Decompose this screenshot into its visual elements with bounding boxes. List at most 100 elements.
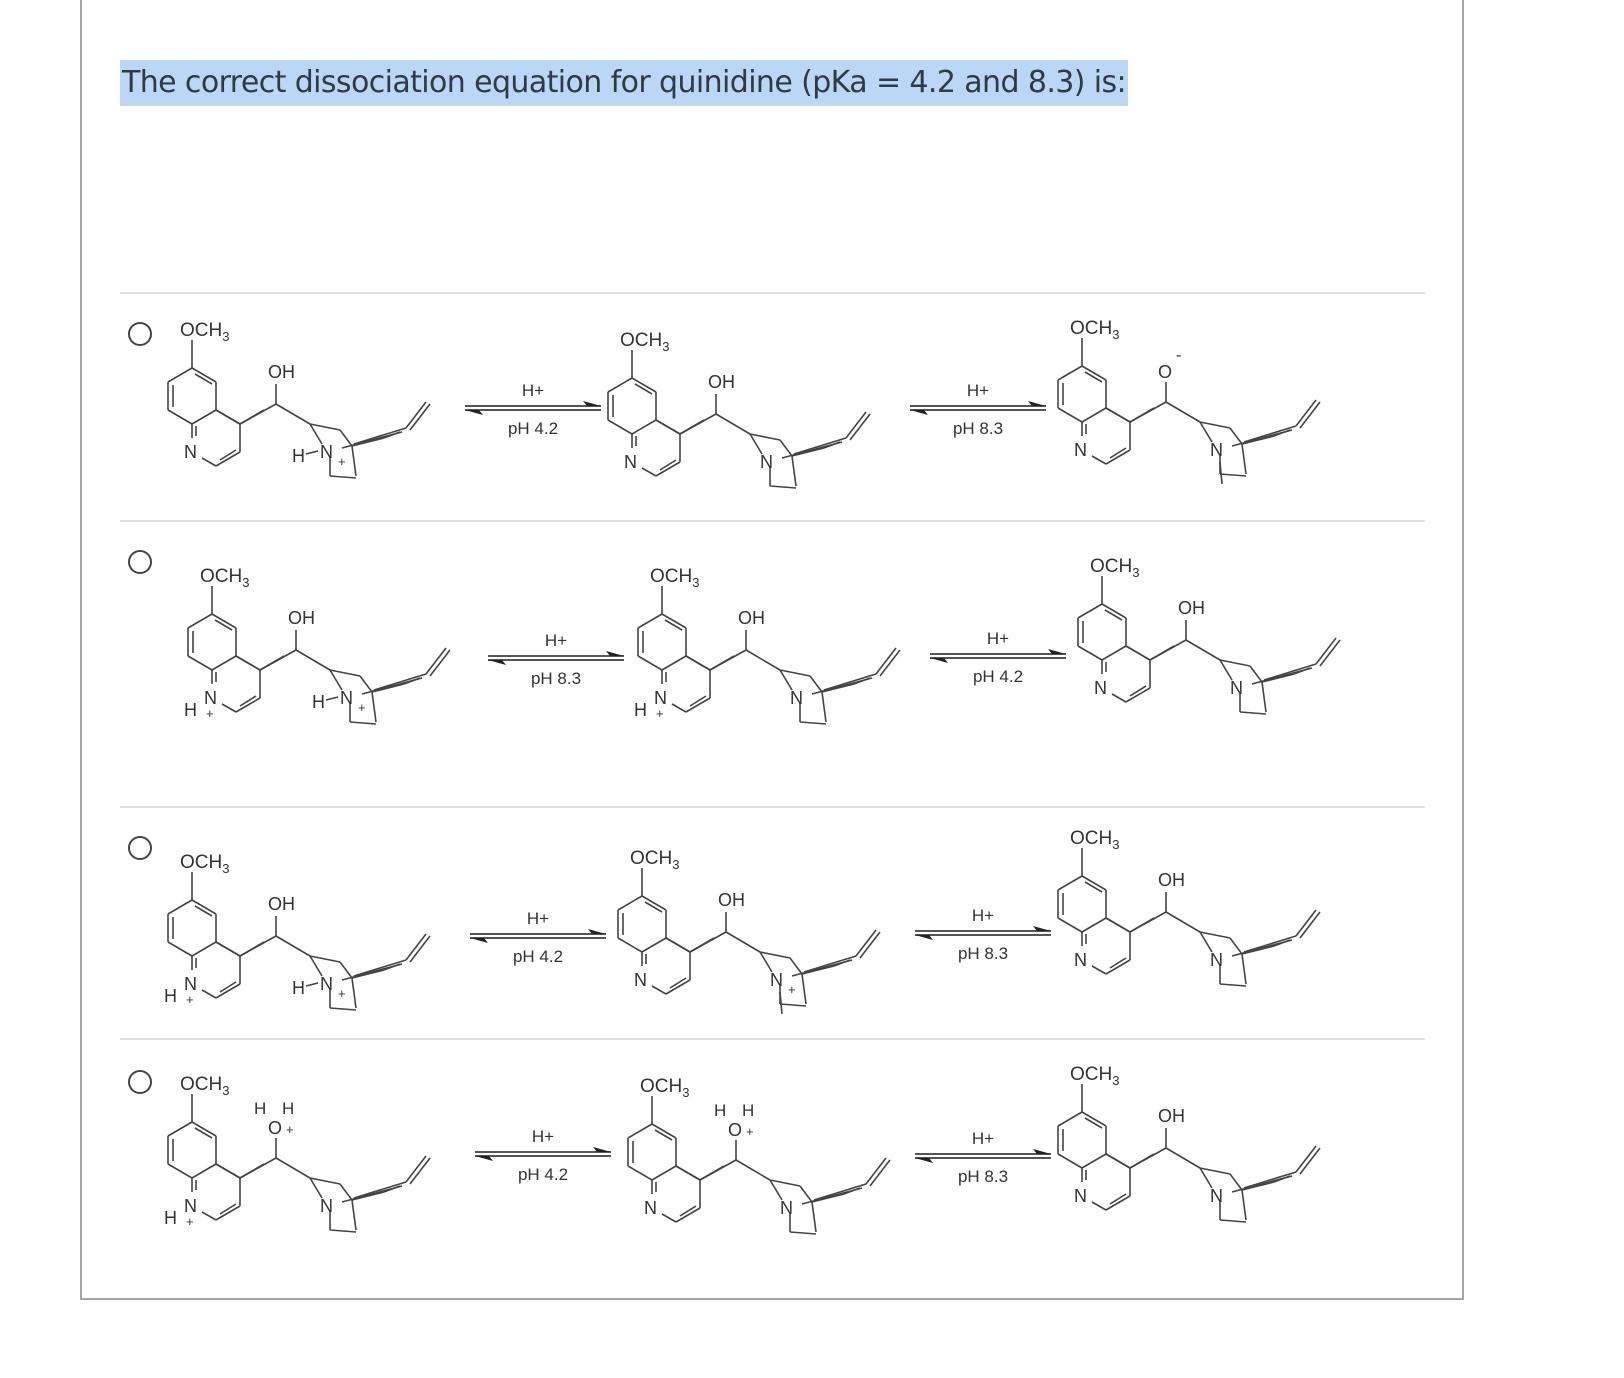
equilibrium-arrow: H+ pH 8.3	[915, 1129, 1051, 1186]
ring-nitrogen-label: N	[184, 974, 197, 994]
quinuclidine-charge: +	[788, 982, 796, 997]
equilibrium-arrow: H+pH 4.2	[475, 1127, 611, 1184]
quinuclidine-nitrogen-label: N	[790, 688, 803, 708]
methoxy-label: OCH3	[200, 566, 249, 590]
ring-nitrogen-label: N	[644, 1198, 657, 1218]
arrow-condition-label: pH 4.2	[973, 667, 1023, 686]
oxonium-hydrogen-label: H	[742, 1101, 754, 1120]
oxonium-hydrogen-label: H	[282, 1099, 294, 1118]
ring-nitrogen-hydrogen-label: H	[164, 1208, 177, 1228]
quinuclidine-nitrogen-label: N	[1210, 440, 1223, 460]
radio-button[interactable]	[128, 836, 152, 860]
ring-nitrogen-label: N	[1074, 1186, 1087, 1206]
quinuclidine-nitrogen-label: N	[320, 442, 333, 462]
equilibrium-arrow: H+ pH 8.3	[910, 381, 1046, 438]
oxygen-label: O	[268, 1118, 282, 1138]
arrow-reagent-label: H+	[967, 381, 989, 400]
ring-nitrogen-charge: +	[206, 706, 214, 721]
hydroxyl-label: OH	[1178, 598, 1205, 618]
ring-nitrogen-hydrogen-label: H	[184, 700, 197, 720]
alkoxide-charge: -	[1176, 347, 1181, 364]
arrow-condition-label: pH 8.3	[953, 419, 1003, 438]
equilibrium-arrow: H+ pH 4.2	[930, 629, 1066, 686]
arrow-condition-label: pH 4.2	[513, 947, 563, 966]
radio-button[interactable]	[128, 322, 152, 346]
radio-button[interactable]	[128, 1070, 152, 1094]
methoxy-label: OCH3	[180, 852, 229, 876]
oxonium-charge: +	[746, 1124, 754, 1139]
quinuclidine-nitrogen-label: N	[1230, 678, 1243, 698]
oxygen-label: O	[728, 1120, 742, 1140]
radio-button[interactable]	[128, 550, 152, 574]
quinuclidine-charge: +	[338, 454, 346, 469]
ring-nitrogen-hydrogen-label: H	[164, 986, 177, 1006]
arrow-condition-label: pH 4.2	[508, 419, 558, 438]
quinuclidine-charge: +	[358, 700, 366, 715]
ring-nitrogen-label: N	[654, 688, 667, 708]
oxonium-charge: +	[286, 1122, 294, 1137]
oxonium-hydrogen-label: H	[254, 1099, 266, 1118]
arrow-condition-label: pH 8.3	[958, 1167, 1008, 1186]
arrow-reagent-label: H+	[987, 629, 1009, 648]
arrow-reagent-label: H+	[527, 909, 549, 928]
methoxy-label: OCH3	[640, 1076, 689, 1100]
methoxy-label: OCH3	[1090, 556, 1139, 580]
question-text: The correct dissociation equation for qu…	[120, 60, 1129, 106]
quinuclidine-nitrogen-label: N	[1210, 950, 1223, 970]
arrow-reagent-label: H+	[522, 381, 544, 400]
equilibrium-arrow: H+ pH 4.2	[465, 381, 601, 438]
arrow-condition-label: pH 8.3	[531, 669, 581, 688]
methoxy-label: OCH3	[180, 1074, 229, 1098]
quinuclidine-nitrogen-label: N	[340, 688, 353, 708]
ring-nitrogen-label: N	[1094, 678, 1107, 698]
ring-nitrogen-label: N	[1074, 440, 1087, 460]
equilibrium-arrow: H+ pH 4.2	[470, 909, 606, 966]
quinuclidine-hydrogen-label: H	[292, 446, 305, 466]
methoxy-label: OCH3	[620, 330, 669, 354]
quinuclidine-nitrogen-label: N	[320, 1196, 333, 1216]
ring-nitrogen-hydrogen-label: H	[634, 700, 647, 720]
hydroxyl-label: OH	[268, 362, 295, 382]
arrow-condition-label: pH 4.2	[518, 1165, 568, 1184]
ring-nitrogen-label: N	[634, 970, 647, 990]
arrow-reagent-label: H+	[972, 906, 994, 925]
methoxy-label: OCH3	[1070, 1064, 1119, 1088]
ring-nitrogen-label: N	[624, 452, 637, 472]
hydroxyl-label: OH	[268, 894, 295, 914]
ring-nitrogen-charge: +	[656, 706, 664, 721]
methoxy-label: OCH3	[630, 848, 679, 872]
quinuclidine-hydrogen-label: H	[312, 692, 325, 712]
quinuclidine-nitrogen-label: N	[770, 970, 783, 990]
quinuclidine-charge: +	[338, 986, 346, 1001]
quinuclidine-nitrogen-label: N	[320, 974, 333, 994]
arrow-reagent-label: H+	[972, 1129, 994, 1148]
oxygen-label: O	[1158, 362, 1172, 382]
ring-nitrogen-charge: +	[186, 1214, 194, 1229]
ring-nitrogen-label: N	[184, 442, 197, 462]
methoxy-label: OCH3	[1070, 318, 1119, 342]
methoxy-label: OCH3	[650, 566, 699, 590]
hydroxyl-label: OH	[718, 890, 745, 910]
ring-nitrogen-label: N	[1074, 950, 1087, 970]
methoxy-label: OCH3	[1070, 828, 1119, 852]
hydroxyl-label: OH	[1158, 1106, 1185, 1126]
quinuclidine-nitrogen-label: N	[760, 452, 773, 472]
